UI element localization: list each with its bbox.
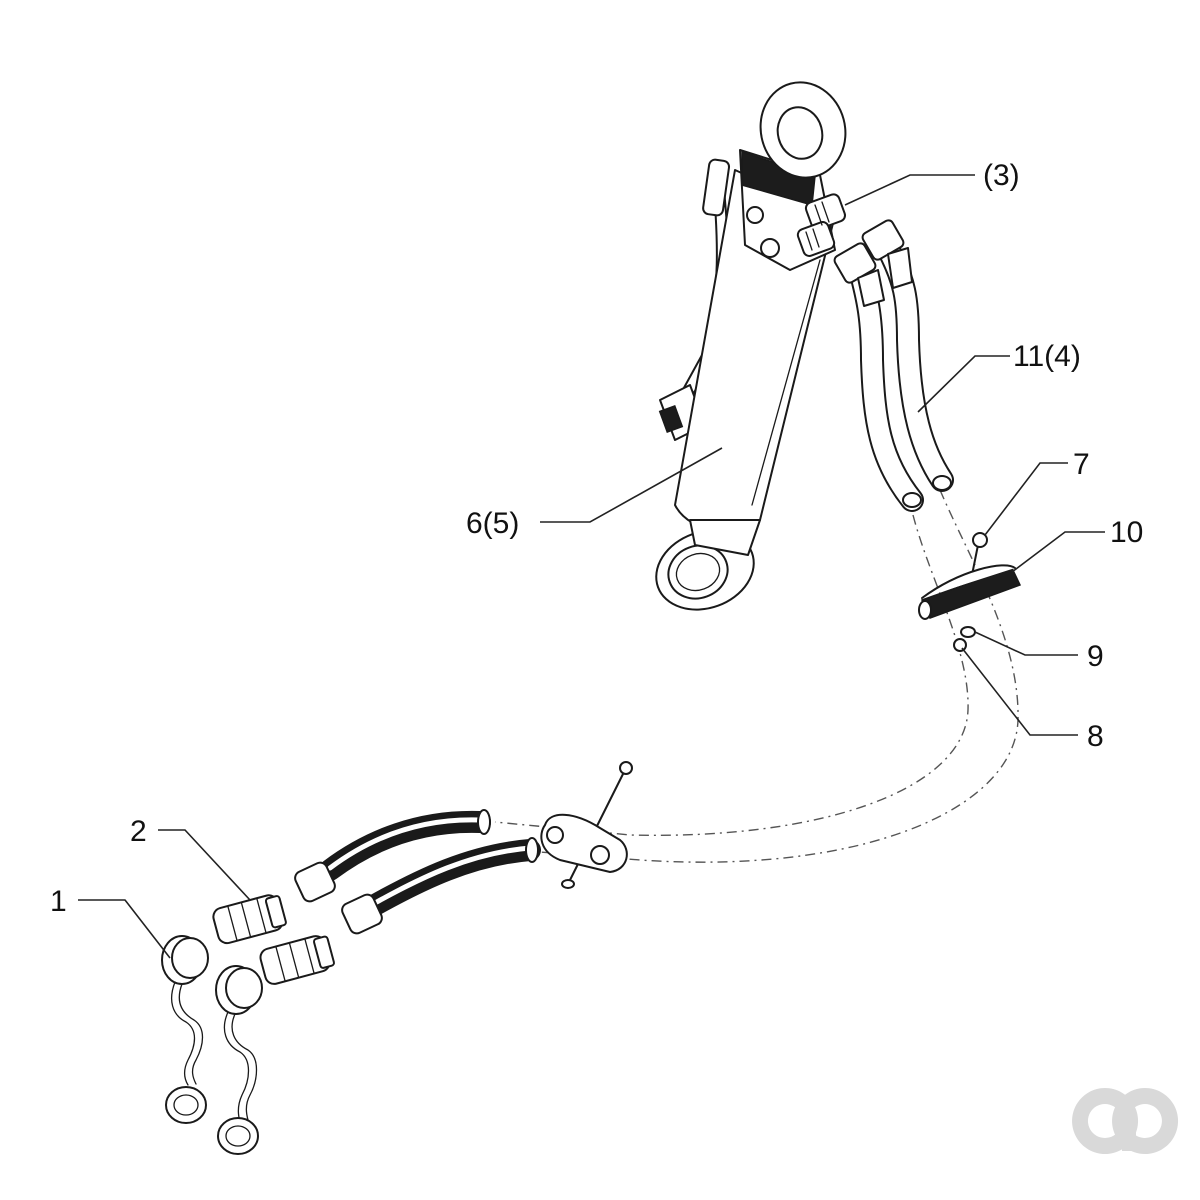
hose-bracket-lower [540,761,633,889]
upper-hoses [833,219,954,512]
callout-labels: 1 2 (3) 6(5) 7 8 9 10 11(4) [50,159,1143,918]
quick-couplings [212,894,335,985]
callout-10: 10 [1110,516,1143,549]
routing-dash-lines [494,489,1019,863]
hydraulic-cylinder [655,81,847,611]
callout-2: 2 [130,815,147,848]
dust-caps [161,935,263,1155]
callout-8: 8 [1087,720,1104,753]
callout-9: 9 [1087,640,1104,673]
leader-lines [78,174,1105,959]
callout-11: 11(4) [1013,340,1081,373]
hose-bracket-upper [918,532,1022,652]
callout-1: 1 [50,885,67,918]
callout-6: 6(5) [466,507,519,540]
lower-hoses [294,809,541,935]
callout-7: 7 [1073,448,1090,481]
callout-3: (3) [983,159,1020,192]
brand-logo-icon [1072,1088,1179,1154]
